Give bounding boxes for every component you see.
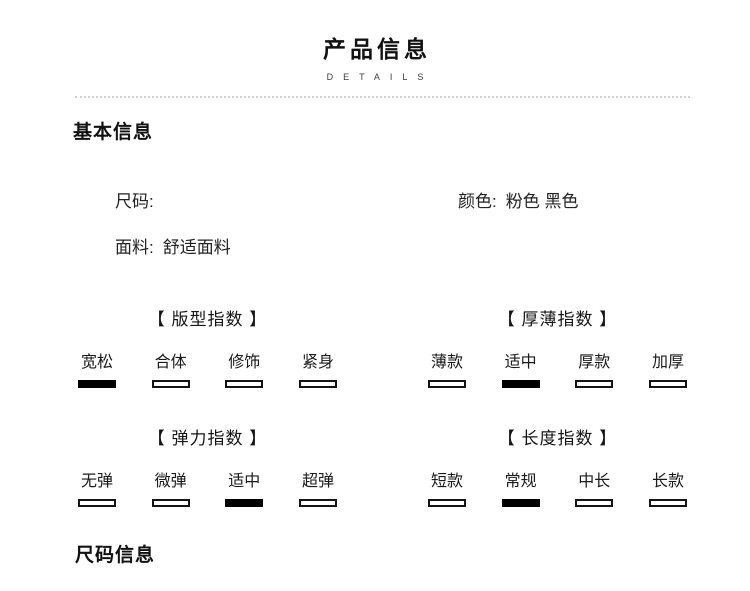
basic-info-heading: 基本信息 [73, 122, 154, 143]
index-group: 【 厚薄指数 】 薄款 适中 厚款 加厚 [425, 308, 690, 388]
dotted-divider [75, 96, 690, 98]
option-label: 薄款 [430, 354, 463, 371]
option-box [78, 499, 116, 507]
index-option: 适中 [222, 472, 266, 507]
index-option: 加厚 [646, 353, 690, 388]
index-option: 修饰 [222, 353, 266, 388]
option-box [575, 499, 614, 507]
option-label: 超弹 [301, 473, 334, 490]
option-label: 紧身 [301, 354, 334, 371]
page-header: 产品信息 DETAILS [0, 0, 750, 82]
option-label: 长款 [651, 473, 684, 490]
option-box [225, 380, 264, 388]
option-box [151, 499, 190, 507]
size-label: 尺码: [115, 192, 154, 211]
index-option: 适中 [499, 353, 543, 388]
option-box [225, 499, 264, 507]
index-group: 【 弹力指数 】 无弹 微弹 适中 超弹 [75, 427, 340, 507]
index-option: 常规 [499, 472, 543, 507]
page-title: 产品信息 [323, 36, 431, 62]
index-grid: 【 版型指数 】 宽松 合体 修饰 紧身 【 厚薄指数 】 薄款 适中 厚款 加… [0, 308, 750, 507]
index-option: 宽松 [75, 353, 119, 388]
info-row-fabric: 面料: 舒适面料 [0, 233, 750, 257]
option-box [151, 380, 190, 388]
index-group: 【 长度指数 】 短款 常规 中长 长款 [425, 427, 690, 507]
option-label: 厚款 [578, 354, 611, 371]
index-options: 薄款 适中 厚款 加厚 [425, 353, 690, 388]
option-box [648, 380, 687, 388]
option-label: 中长 [578, 473, 611, 490]
option-label: 常规 [504, 473, 537, 490]
option-label: 无弹 [80, 473, 113, 490]
index-options: 无弹 微弹 适中 超弹 [75, 472, 340, 507]
option-label: 微弹 [154, 473, 187, 490]
index-options: 短款 常规 中长 长款 [425, 472, 690, 507]
size-field: 尺码: [115, 192, 163, 211]
option-label: 适中 [228, 473, 261, 490]
option-box [428, 380, 466, 388]
index-option: 微弹 [149, 472, 193, 507]
basic-info-fields: 尺码: 颜色: 粉色 黑色 面料: 舒适面料 [0, 187, 750, 257]
index-group-title: 【 版型指数 】 [147, 310, 268, 329]
index-group-title: 【 厚薄指数 】 [497, 310, 618, 329]
fabric-label: 面料: [115, 238, 154, 257]
index-option: 短款 [425, 472, 469, 507]
index-option: 超弹 [296, 472, 340, 507]
index-option: 紧身 [296, 353, 340, 388]
info-row-size-color: 尺码: 颜色: 粉色 黑色 [0, 187, 750, 211]
index-option: 薄款 [425, 353, 469, 388]
index-option: 长款 [646, 472, 690, 507]
index-option: 合体 [149, 353, 193, 388]
index-option: 无弹 [75, 472, 119, 507]
fabric-field: 面料: 舒适面料 [115, 238, 231, 257]
option-box [298, 380, 337, 388]
fabric-value: 舒适面料 [162, 238, 231, 257]
option-label: 适中 [504, 354, 537, 371]
page-subtitle: DETAILS [326, 72, 434, 82]
color-value: 粉色 黑色 [505, 192, 579, 211]
index-group: 【 版型指数 】 宽松 合体 修饰 紧身 [75, 308, 340, 388]
index-options: 宽松 合体 修饰 紧身 [75, 353, 340, 388]
color-label: 颜色: [458, 192, 497, 211]
option-label: 加厚 [651, 354, 684, 371]
option-box [428, 499, 466, 507]
option-label: 宽松 [80, 354, 113, 371]
option-box [575, 380, 614, 388]
index-group-title: 【 弹力指数 】 [147, 429, 268, 448]
option-label: 合体 [154, 354, 187, 371]
index-group-title: 【 长度指数 】 [497, 429, 618, 448]
option-box [501, 499, 540, 507]
index-option: 厚款 [572, 353, 616, 388]
option-box [648, 499, 687, 507]
option-box [298, 499, 337, 507]
option-box [78, 380, 116, 388]
color-field: 颜色: 粉色 黑色 [458, 187, 578, 212]
option-label: 短款 [430, 473, 463, 490]
size-info-heading: 尺码信息 [75, 545, 156, 566]
option-box [501, 380, 540, 388]
index-option: 中长 [572, 472, 616, 507]
option-label: 修饰 [228, 354, 261, 371]
